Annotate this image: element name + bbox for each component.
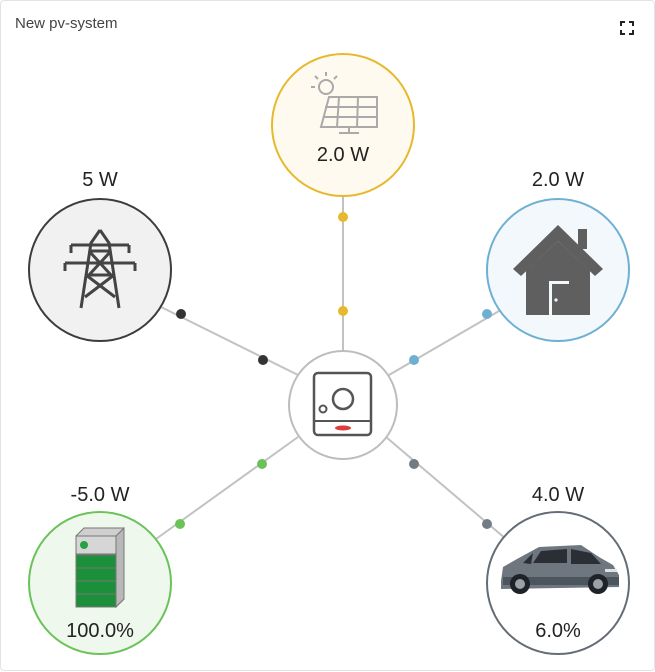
car-flow-dot	[482, 519, 492, 529]
battery-node[interactable]	[28, 511, 172, 655]
power-tower-icon	[63, 229, 137, 309]
grid-node[interactable]	[28, 198, 172, 342]
grid-line	[160, 306, 299, 376]
inverter-icon	[312, 371, 373, 437]
battery-flow-dot	[175, 519, 185, 529]
battery-power-value: -5.0 W	[70, 484, 130, 506]
grid-flow-dot	[176, 309, 186, 319]
battery-flow-dot	[257, 459, 267, 469]
card-title: New pv-system	[15, 15, 118, 32]
grid-power-value: 5 W	[82, 169, 118, 191]
battery-soc-value: 100.0%	[66, 620, 134, 642]
fullscreen-icon[interactable]	[620, 21, 634, 35]
home-power-value: 2.0 W	[531, 169, 585, 191]
home-node[interactable]	[486, 198, 630, 342]
car-node[interactable]	[486, 511, 630, 655]
solar-node[interactable]	[271, 53, 415, 197]
solar-flow-dot	[338, 212, 348, 222]
car-power-value: 4.0 W	[531, 484, 585, 506]
home-flow-dot	[409, 355, 419, 365]
car-soc-value: 6.0%	[535, 620, 581, 642]
inverter-node[interactable]	[288, 350, 398, 460]
battery-icon	[75, 526, 125, 609]
house-icon	[513, 225, 603, 315]
home-flow-dot	[482, 309, 492, 319]
grid-flow-dot	[258, 355, 268, 365]
solar-power-value: 2.0 W	[316, 144, 370, 166]
solar-flow-dot	[338, 306, 348, 316]
car-flow-dot	[409, 459, 419, 469]
car-icon	[501, 545, 619, 594]
solar-panel-icon	[311, 72, 378, 134]
